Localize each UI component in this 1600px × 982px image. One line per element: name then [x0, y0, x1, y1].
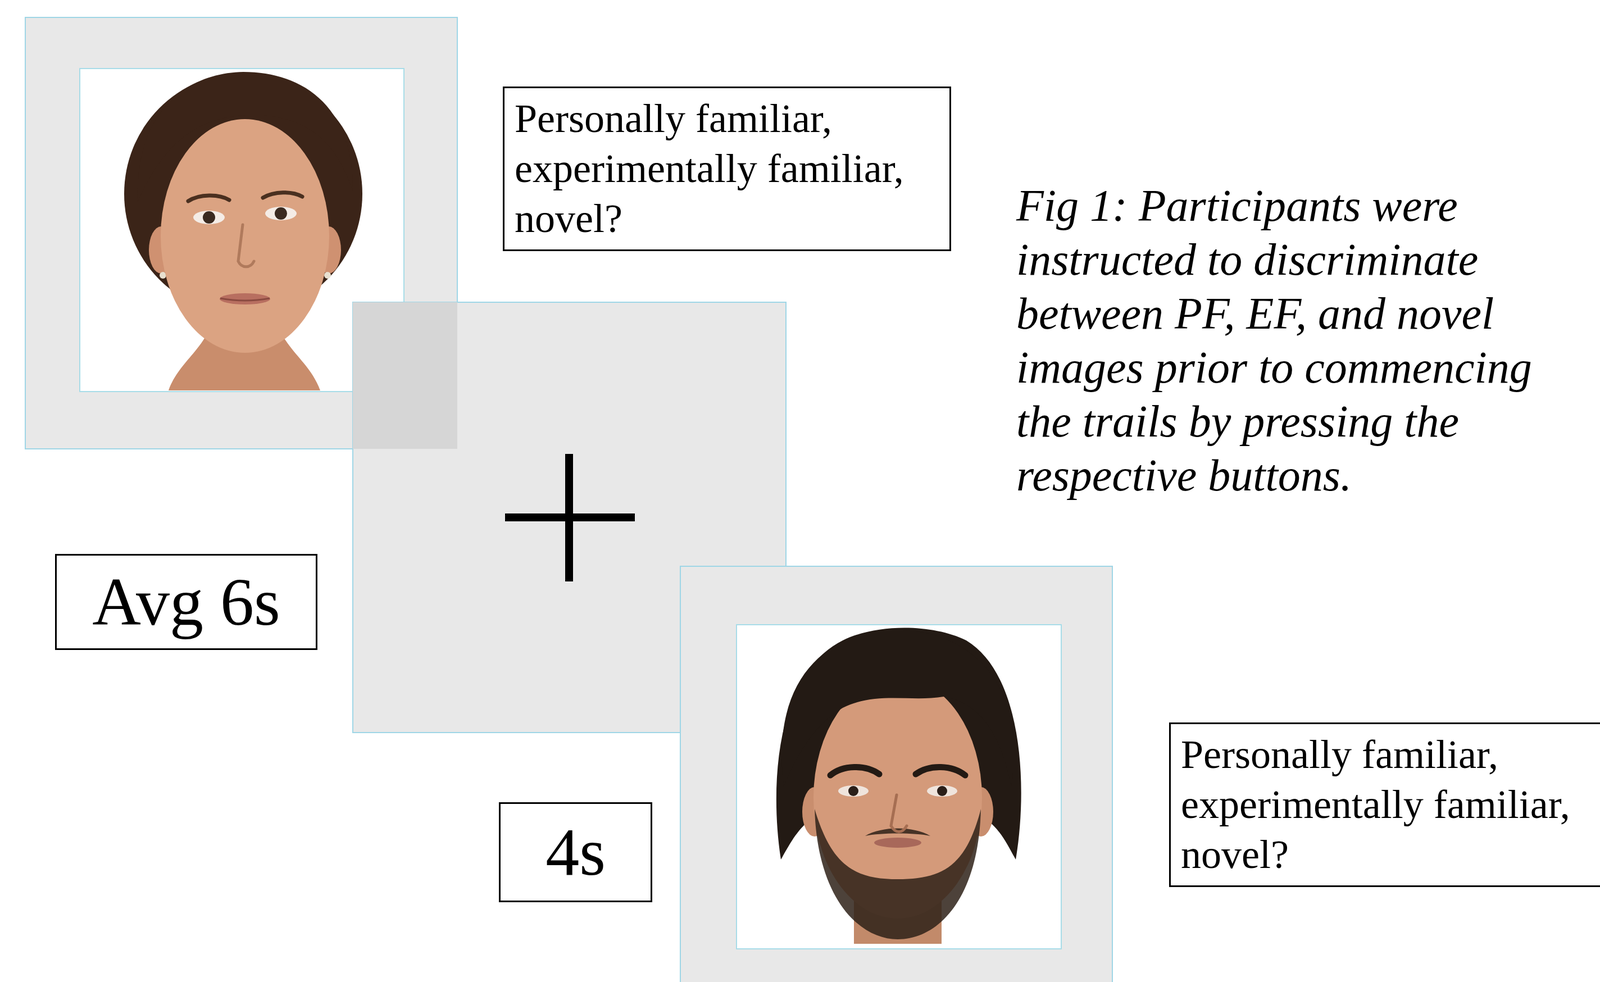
eye [926, 785, 958, 797]
iris [274, 207, 288, 220]
nose [238, 224, 254, 267]
screen-overlap [352, 302, 458, 449]
female-face [124, 71, 363, 391]
image-frame [736, 624, 1062, 949]
eye [838, 785, 869, 797]
duration-label: Avg 6s [92, 568, 280, 636]
male-face [776, 628, 1022, 945]
hair-fringe [781, 630, 1015, 787]
mouth-line [220, 298, 270, 301]
iris [937, 785, 948, 797]
face-screen [680, 566, 1113, 982]
eye [193, 210, 225, 225]
question-text: Personally familiar, experimentally fami… [514, 93, 940, 244]
eye [265, 206, 297, 221]
duration-box: Avg 6s [55, 553, 318, 650]
question-box: Personally familiar, experimentally fami… [502, 86, 952, 252]
question-text: Personally familiar, experimentally fami… [1180, 729, 1600, 880]
eyebrow [262, 192, 303, 198]
iris [848, 785, 859, 797]
eyebrow [188, 195, 230, 202]
screen-panel [25, 17, 458, 449]
lips [874, 837, 922, 848]
hair-fringe [137, 71, 353, 203]
question-box: Personally familiar, experimentally fami… [1169, 722, 1600, 888]
iris [202, 211, 216, 224]
lips [219, 293, 271, 305]
screen-panel [680, 566, 1113, 982]
eyebrow [915, 766, 966, 776]
beard [814, 808, 981, 940]
eyebrow [830, 766, 880, 776]
face [160, 119, 330, 353]
nose [891, 794, 907, 833]
duration-box: 4s [498, 802, 653, 903]
figure-caption: Fig 1: Participants were instructed to d… [1016, 178, 1556, 503]
face-screen [25, 17, 458, 449]
earring [324, 271, 331, 279]
duration-label: 4s [545, 818, 606, 886]
fixation-cross [565, 453, 574, 582]
